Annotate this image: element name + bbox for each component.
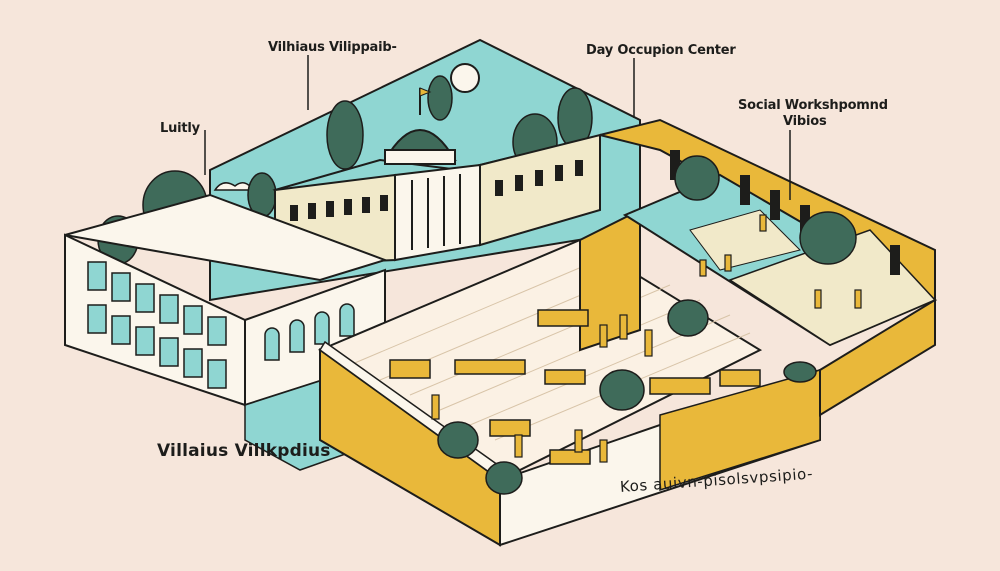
day-center-floor-patch — [689, 209, 801, 271]
label-social-line2: Vibios — [783, 114, 827, 129]
day-center-front-wall — [819, 298, 936, 417]
dome-drum — [384, 149, 456, 165]
hall-right-wall-yellow — [659, 369, 821, 492]
leader-lines — [204, 55, 791, 200]
portico-columns — [411, 174, 461, 250]
middle-wing-arches — [264, 303, 355, 361]
people — [431, 214, 862, 463]
label-bottom-left-line1: Villaius Villkpdius — [157, 441, 331, 461]
left-wing-windows — [87, 261, 227, 389]
palace-portico — [394, 163, 481, 262]
workshop-tables — [389, 309, 761, 465]
flag — [419, 87, 432, 97]
sun — [450, 63, 480, 93]
label-top-building: Vilhiaus Vilippaib- — [268, 40, 397, 55]
day-center-back-wall — [599, 118, 936, 302]
label-social-line1: Social Workshpomnd — [738, 98, 888, 113]
palace-windows — [290, 160, 583, 221]
left-wing-roof — [64, 193, 389, 282]
interior-trees — [437, 155, 857, 495]
palace-right-wing — [479, 133, 601, 247]
label-day-center: Day Occupion Center — [586, 43, 736, 58]
label-left-side: Luitly — [160, 121, 200, 136]
day-center-windows — [670, 150, 900, 275]
label-bottom-left: Villaius Villkpdius — [157, 441, 331, 461]
